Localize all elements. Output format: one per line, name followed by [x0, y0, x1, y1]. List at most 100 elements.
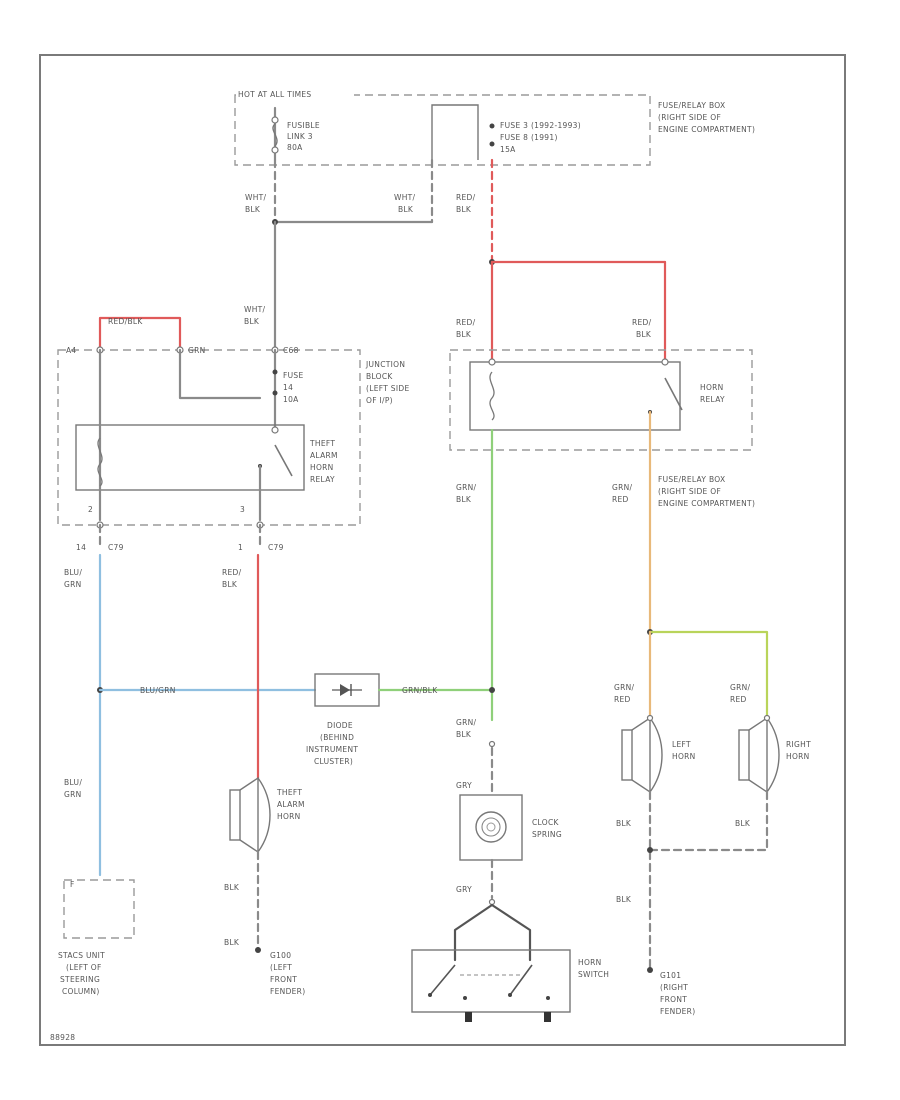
svg-text:RELAY: RELAY — [310, 475, 335, 484]
svg-text:BLK: BLK — [735, 819, 751, 828]
hot-at-all-times-box: HOT AT ALL TIMES HOT AT ALL TIMES — [234, 89, 651, 166]
svg-text:FRONT: FRONT — [270, 975, 297, 984]
svg-text:FUSE: FUSE — [283, 371, 304, 380]
svg-text:HORN: HORN — [700, 383, 724, 392]
svg-text:(RIGHT: (RIGHT — [660, 983, 688, 992]
svg-text:BLK: BLK — [245, 205, 261, 214]
svg-text:RED/: RED/ — [456, 193, 476, 202]
svg-text:RED: RED — [612, 495, 629, 504]
svg-text:CLOCK: CLOCK — [532, 818, 559, 827]
svg-text:HORN: HORN — [786, 752, 810, 761]
svg-text:G101: G101 — [660, 971, 681, 980]
svg-text:BLK: BLK — [616, 819, 632, 828]
left-horn: GRN/ RED LEFT HORN — [614, 683, 696, 794]
svg-text:SWITCH: SWITCH — [578, 970, 609, 979]
svg-text:COLUMN): COLUMN) — [62, 987, 100, 996]
svg-text:GRN: GRN — [64, 580, 82, 589]
svg-text:GRN/: GRN/ — [456, 718, 477, 727]
svg-text:THEFT: THEFT — [276, 788, 302, 797]
svg-text:RED/BLK: RED/BLK — [108, 317, 143, 326]
svg-text:RELAY: RELAY — [700, 395, 725, 404]
svg-text:3: 3 — [240, 505, 245, 514]
svg-text:GRY: GRY — [456, 885, 472, 894]
svg-text:RED/: RED/ — [456, 318, 476, 327]
svg-text:FUSIBLE: FUSIBLE — [287, 121, 320, 130]
svg-text:15A: 15A — [500, 145, 516, 154]
svg-text:FUSE/RELAY BOX: FUSE/RELAY BOX — [658, 101, 725, 110]
svg-text:THEFT: THEFT — [309, 439, 335, 448]
svg-text:DIODE: DIODE — [327, 721, 353, 730]
svg-text:WHT/: WHT/ — [244, 305, 266, 314]
diode: DIODE (BEHIND INSTRUMENT CLUSTER) — [306, 673, 380, 766]
horn-relay: RED/ BLK RED/ BLK HORN RELAY — [449, 318, 753, 451]
svg-text:(LEFT: (LEFT — [270, 963, 292, 972]
svg-text:ENGINE COMPARTMENT): ENGINE COMPARTMENT) — [658, 499, 755, 508]
svg-text:HORN: HORN — [672, 752, 696, 761]
svg-text:FRONT: FRONT — [660, 995, 687, 1004]
svg-text:HORN: HORN — [310, 463, 334, 472]
svg-text:GRN: GRN — [188, 346, 206, 355]
svg-text:FUSE 8 (1991): FUSE 8 (1991) — [500, 133, 558, 142]
svg-text:HORN: HORN — [277, 812, 301, 821]
svg-text:GRN/: GRN/ — [614, 683, 635, 692]
svg-text:STEERING: STEERING — [60, 975, 100, 984]
svg-text:BLK: BLK — [222, 580, 238, 589]
svg-text:BLU/GRN: BLU/GRN — [140, 686, 176, 695]
svg-text:(BEHIND: (BEHIND — [320, 733, 354, 742]
svg-text:F: F — [70, 880, 75, 889]
svg-text:LINK 3: LINK 3 — [287, 132, 313, 141]
svg-text:GRY: GRY — [456, 781, 472, 790]
svg-text:RED: RED — [614, 695, 631, 704]
theft-alarm-horn: THEFT ALARM HORN — [229, 776, 304, 854]
figure-id: 88928 — [50, 1033, 75, 1042]
svg-text:OF I/P): OF I/P) — [366, 396, 393, 405]
svg-text:(RIGHT SIDE OF: (RIGHT SIDE OF — [658, 113, 721, 122]
svg-text:CLUSTER): CLUSTER) — [314, 757, 353, 766]
horn-switch: HORN SWITCH — [411, 903, 609, 1022]
svg-text:A4: A4 — [66, 346, 77, 355]
svg-text:(LEFT SIDE: (LEFT SIDE — [366, 384, 409, 393]
svg-text:14: 14 — [283, 383, 293, 392]
junction-block-label: JUNCTION BLOCK (LEFT SIDE OF I/P) — [365, 360, 409, 405]
svg-text:RED/: RED/ — [222, 568, 242, 577]
svg-text:C79: C79 — [108, 543, 124, 552]
right-horn: GRN/ RED RIGHT HORN — [730, 683, 811, 794]
svg-text:BLU/: BLU/ — [64, 778, 82, 787]
svg-text:FENDER): FENDER) — [270, 987, 305, 996]
svg-text:BLK: BLK — [456, 205, 472, 214]
svg-text:HOT AT ALL TIMES: HOT AT ALL TIMES — [238, 90, 311, 99]
svg-text:ENGINE COMPARTMENT): ENGINE COMPARTMENT) — [658, 125, 755, 134]
svg-text:BLU/: BLU/ — [64, 568, 82, 577]
svg-text:G100: G100 — [270, 951, 291, 960]
svg-text:C68: C68 — [283, 346, 299, 355]
svg-text:GRN/: GRN/ — [730, 683, 751, 692]
svg-text:80A: 80A — [287, 143, 303, 152]
svg-text:GRN/: GRN/ — [612, 483, 633, 492]
svg-text:BLK: BLK — [398, 205, 414, 214]
svg-text:FENDER): FENDER) — [660, 1007, 695, 1016]
svg-text:FUSE 3 (1992-1993): FUSE 3 (1992-1993) — [500, 121, 581, 130]
svg-text:1: 1 — [238, 543, 243, 552]
svg-text:10A: 10A — [283, 395, 299, 404]
svg-text:(RIGHT SIDE OF: (RIGHT SIDE OF — [658, 487, 721, 496]
svg-text:WHT/: WHT/ — [394, 193, 416, 202]
svg-text:2: 2 — [88, 505, 93, 514]
svg-text:BLK: BLK — [224, 938, 240, 947]
fuse-3-8: FUSE 3 (1992-1993) FUSE 8 (1991) 15A — [431, 104, 581, 160]
svg-text:RED/: RED/ — [632, 318, 652, 327]
fusible-link: FUSIBLE LINK 3 80A — [271, 106, 320, 162]
stacs-unit: F STACS UNIT (LEFT OF STEERING COLUMN) — [58, 879, 135, 996]
svg-text:LEFT: LEFT — [672, 740, 691, 749]
svg-text:RIGHT: RIGHT — [786, 740, 811, 749]
svg-text:FUSE/RELAY BOX: FUSE/RELAY BOX — [658, 475, 725, 484]
junction-block: RED/BLK A4 GRN C68 FUSE 14 10A THEFT ALA… — [57, 316, 361, 526]
svg-text:SPRING: SPRING — [532, 830, 562, 839]
svg-text:HORN: HORN — [578, 958, 602, 967]
svg-text:ALARM: ALARM — [310, 451, 338, 460]
fuse-relay-box-label-top: FUSE/RELAY BOX (RIGHT SIDE OF ENGINE COM… — [658, 101, 755, 134]
svg-text:BLK: BLK — [456, 330, 472, 339]
svg-text:STACS UNIT: STACS UNIT — [58, 951, 105, 960]
svg-text:JUNCTION: JUNCTION — [365, 360, 405, 369]
svg-text:RED: RED — [730, 695, 747, 704]
svg-text:GRN/BLK: GRN/BLK — [402, 686, 438, 695]
